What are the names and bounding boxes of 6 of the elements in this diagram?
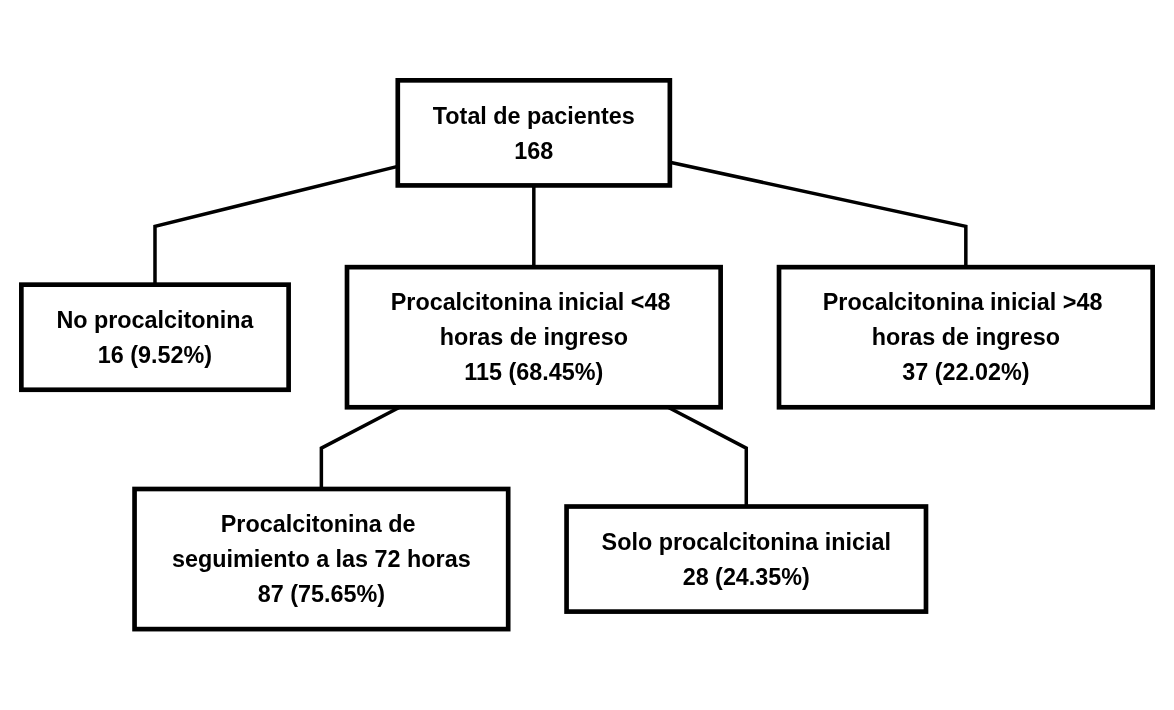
node-box: No procalcitonina 16 (9.52%) [19,282,291,393]
node-box: Procalcitonina inicial <48 horas de ingreso 115 (68.45%) [344,265,723,410]
node-box: Total de pacientes 168 [395,78,673,189]
node-box: Procalcitonina de seguimiento a las 72 horas 87 (75.65%) [132,486,511,632]
node-box: Solo procalcitonina inicial 28 (24.35%) [564,504,929,615]
node-box: Procalcitonina inicial >48 horas de ingreso 37 (22.02%) [776,265,1155,410]
